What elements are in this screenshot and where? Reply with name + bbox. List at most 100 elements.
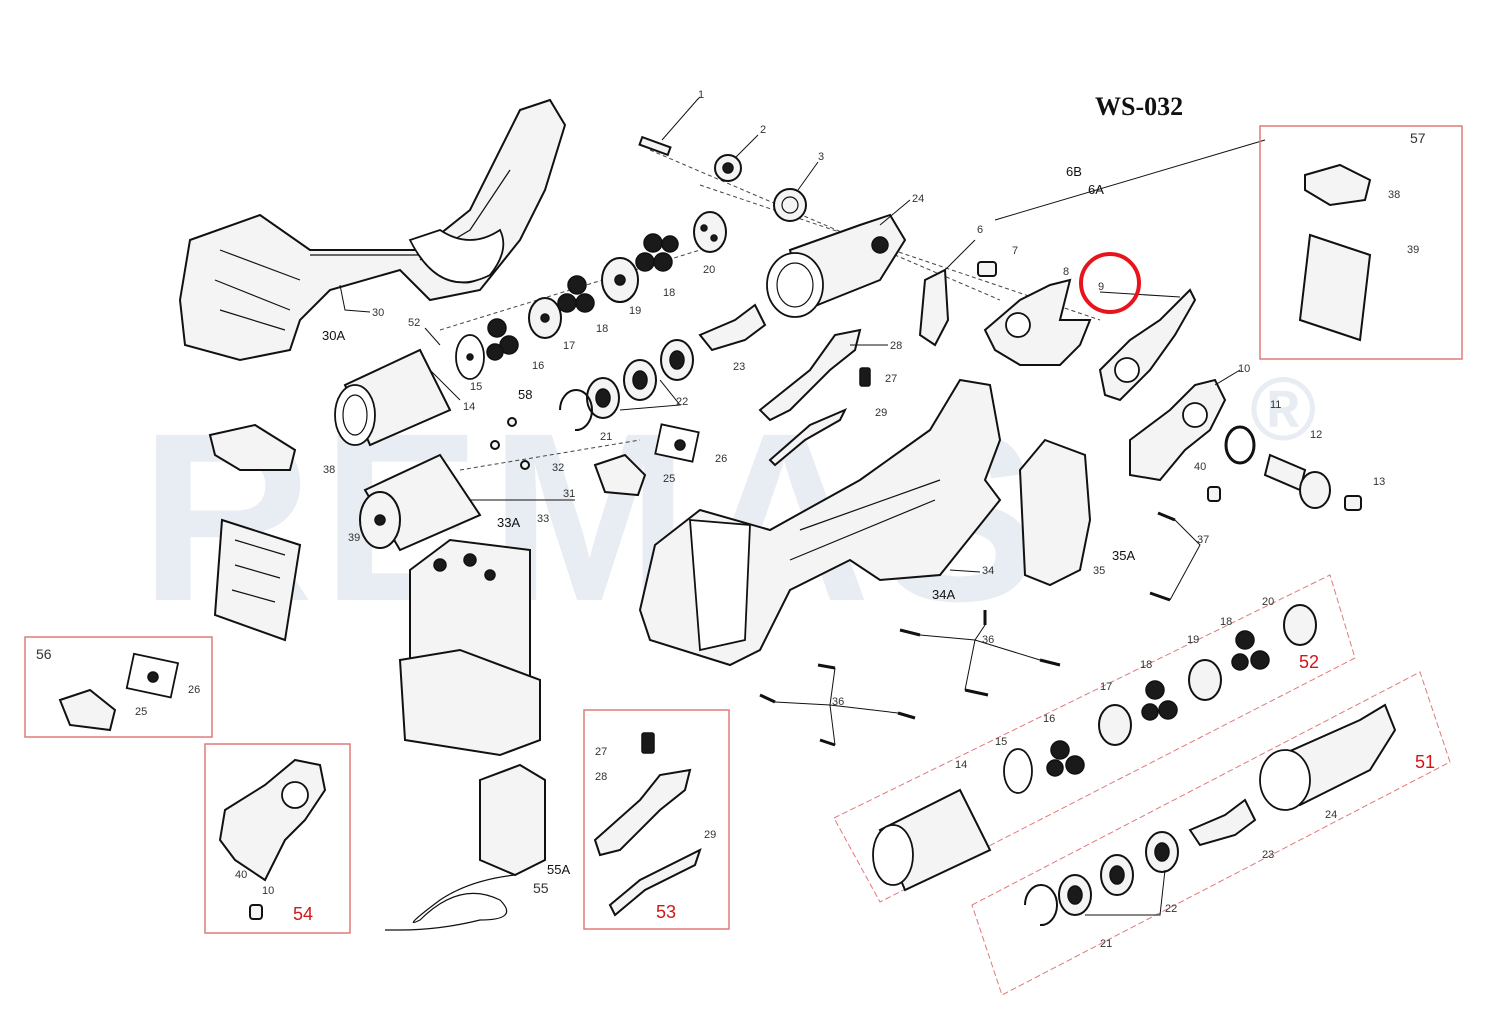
part-28-lever xyxy=(758,328,862,422)
part-34-lower-housing xyxy=(638,378,1002,667)
kit-53-number: 53 xyxy=(656,902,676,922)
kit-55-part-55a: 55A xyxy=(547,862,570,877)
kit-52-part-18b: 18 xyxy=(1220,616,1232,628)
part-14-ring-gear xyxy=(334,348,452,447)
kit-53-part-27: 27 xyxy=(595,746,607,758)
leader-24 xyxy=(879,199,911,226)
part-label-26: 26 xyxy=(715,453,727,465)
part-label-6b: 6B xyxy=(1066,164,1082,179)
part-9-upper-blade xyxy=(1098,288,1197,402)
kit-55-number: 55 xyxy=(533,880,549,896)
leader-9 xyxy=(1099,291,1181,298)
leader-6ab xyxy=(994,139,1266,221)
part-label-39: 39 xyxy=(348,532,360,544)
part-33-battery xyxy=(398,538,541,757)
part-label-25: 25 xyxy=(663,473,675,485)
part-label-30a: 30A xyxy=(322,328,345,343)
kit-56: 56 26 25 xyxy=(24,636,213,738)
part-label-20: 20 xyxy=(703,264,715,276)
part-label-3: 3 xyxy=(818,151,824,163)
part-35-cover xyxy=(1018,438,1092,587)
part-label-33a: 33A xyxy=(497,515,520,530)
upper-housing xyxy=(178,98,567,362)
part-label-29: 29 xyxy=(875,407,887,419)
kit-56-number: 56 xyxy=(36,646,52,662)
part-17-carrier xyxy=(528,297,562,339)
part-38-connector xyxy=(208,423,297,471)
kit-57: 57 38 39 xyxy=(1259,125,1463,360)
part-label-12: 12 xyxy=(1310,429,1322,441)
part-label-33: 33 xyxy=(537,513,549,525)
part-52-marker xyxy=(424,327,441,346)
kit-56-part-26: 26 xyxy=(188,684,200,696)
part-11-washer xyxy=(1224,425,1256,465)
part-15-washer xyxy=(455,334,485,380)
part-label-52: 52 xyxy=(408,317,420,329)
kit-51-number: 51 xyxy=(1415,752,1435,772)
part-label-18b: 18 xyxy=(596,323,608,335)
kit-57-part-38: 38 xyxy=(1388,189,1400,201)
part-2-gear xyxy=(714,154,742,182)
part-31-motor xyxy=(359,453,482,552)
part-label-17: 17 xyxy=(563,340,575,352)
leader-30 xyxy=(339,284,371,313)
leader-14 xyxy=(429,369,461,401)
kit-55: 55A 55 xyxy=(385,763,570,931)
part-label-36b: 36 xyxy=(832,696,844,708)
kit-51-part-21: 21 xyxy=(1100,938,1112,950)
part-18-planet-gears-a xyxy=(635,233,679,272)
part-21-circlip xyxy=(559,389,593,432)
leader-2 xyxy=(734,134,759,159)
part-label-28: 28 xyxy=(890,340,902,352)
kit-53: 27 28 29 53 xyxy=(583,709,730,930)
part-label-18a: 18 xyxy=(663,287,675,299)
kit-53-part-29: 29 xyxy=(704,829,716,841)
part-25-switch xyxy=(593,453,647,497)
part-36-screws xyxy=(759,610,1061,747)
part-label-38: 38 xyxy=(323,464,335,476)
part-label-23: 23 xyxy=(733,361,745,373)
leader-34 xyxy=(949,569,981,573)
kit-56-part-25: 25 xyxy=(135,706,147,718)
kit-57-part-39: 39 xyxy=(1407,244,1419,256)
part-label-10: 10 xyxy=(1238,363,1250,375)
leader-6 xyxy=(944,239,976,271)
diagram-title: WS-032 xyxy=(1095,92,1183,121)
part-label-36a: 36 xyxy=(982,634,994,646)
part-label-21: 21 xyxy=(600,431,612,443)
part-3-gear xyxy=(773,188,807,222)
part-6-bracket xyxy=(918,268,950,347)
part-27-spring xyxy=(859,367,871,387)
part-label-32: 32 xyxy=(552,462,564,474)
part-label-9: 9 xyxy=(1098,281,1104,293)
highlight-circle-part-9 xyxy=(1079,252,1141,314)
part-12-bolt xyxy=(1263,453,1331,509)
part-24-gear-housing xyxy=(766,213,907,318)
kit-54-number: 54 xyxy=(293,904,313,924)
kit-54-part-10: 10 xyxy=(262,885,274,897)
part-40-screw xyxy=(1207,486,1221,502)
part-23-drive-shaft xyxy=(698,303,767,352)
part-18-planet-gears-b xyxy=(557,275,595,313)
kit-53-part-28: 28 xyxy=(595,771,607,783)
part-39-pcb xyxy=(213,518,302,642)
part-label-22: 22 xyxy=(676,396,688,408)
part-22-bearings xyxy=(586,339,694,419)
kit-52-part-15: 15 xyxy=(995,736,1007,748)
part-10-blade-holder xyxy=(1129,378,1227,482)
part-32-screws xyxy=(490,417,530,470)
part-label-11: 11 xyxy=(1270,399,1281,411)
watermark-registered-mark: ® xyxy=(1250,360,1316,460)
part-16-sun-gears xyxy=(486,318,519,361)
part-label-14: 14 xyxy=(463,401,475,413)
part-label-34: 34 xyxy=(982,565,994,577)
part-7-bushing xyxy=(977,261,997,277)
part-8-lower-blade xyxy=(983,278,1092,366)
part-label-31: 31 xyxy=(563,488,575,500)
kit-51: 24 23 22 21 51 xyxy=(971,671,1451,996)
part-1-bolt xyxy=(638,135,672,157)
kit-54-part-40: 40 xyxy=(235,869,247,881)
part-label-15: 15 xyxy=(470,381,482,393)
part-label-6: 6 xyxy=(977,224,983,236)
